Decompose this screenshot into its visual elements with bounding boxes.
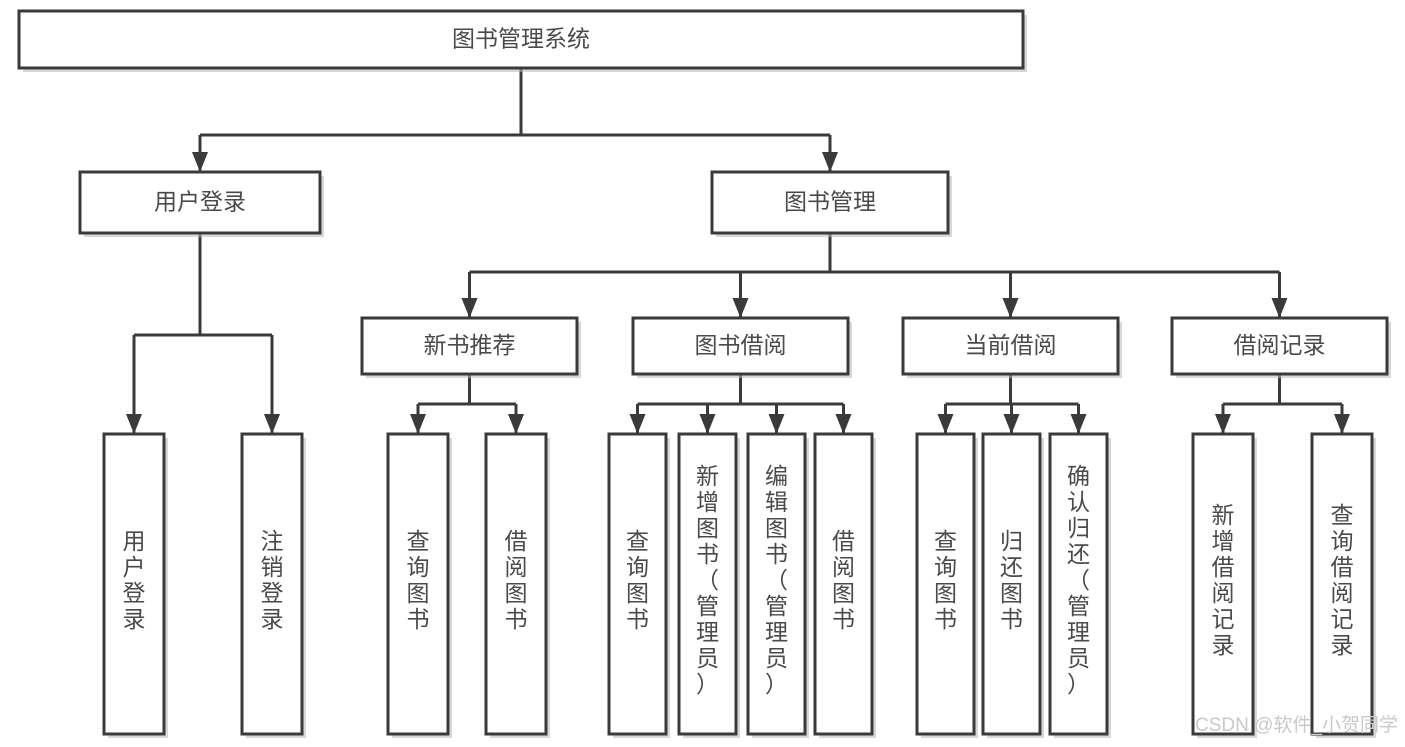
arrow-head-icon [508,414,524,434]
box-outline [915,432,976,736]
box-outline [1191,432,1255,736]
node-leaf-query-book-recommend[interactable]: 查询图书 [386,432,452,738]
arrow-head-icon [1070,414,1087,434]
connector-layer [126,68,1350,434]
box-outline [78,170,322,235]
arrow-head-icon [937,414,954,434]
arrow-head-icon [835,414,852,434]
node-borrow-record[interactable]: 借阅记录 [1170,316,1391,378]
box-outline [484,432,548,736]
arrow-head-icon [1334,414,1350,434]
node-leaf-borrow-book[interactable]: 借阅图书 [813,432,876,738]
node-label: 新增借阅记录 [1212,502,1235,658]
node-current-borrow[interactable]: 当前借阅 [901,316,1122,378]
arrow-head-icon [410,414,426,434]
node-leaf-add-borrow-record[interactable]: 新增借阅记录 [1191,432,1257,738]
node-root-book-management-system[interactable]: 图书管理系统 [17,9,1027,72]
node-label: 编辑图书（管理员） [765,463,788,697]
node-label: 新书推荐 [424,332,516,358]
node-label: 归还图书 [1000,528,1023,632]
node-label: 新增图书（管理员） [696,463,719,697]
node-leaf-confirm-return[interactable]: 确认归还（管理员） [1048,432,1111,738]
box-outline [901,316,1120,376]
node-label: 当前借阅 [965,332,1057,358]
arrow-head-icon [192,152,208,172]
node-leaf-borrow-book-recommend[interactable]: 借阅图书 [484,432,550,738]
box-outline [1048,432,1109,736]
node-label: 借阅图书 [505,528,528,632]
node-leaf-edit-book[interactable]: 编辑图书（管理员） [746,432,809,738]
box-outline [710,170,950,235]
node-leaf-query-book-current[interactable]: 查询图书 [915,432,978,738]
node-label: 查询图书 [407,528,430,632]
node-label: 图书管理 [784,189,876,215]
node-book-borrow[interactable]: 图书借阅 [631,316,852,378]
box-outline [102,432,166,736]
node-label: 图书借阅 [695,332,787,358]
box-outline [677,432,738,736]
node-leaf-logout[interactable]: 注销登录 [240,432,306,738]
arrow-head-icon [732,298,749,318]
arrow-head-icon [699,414,716,434]
arrow-head-icon [1271,298,1288,318]
box-outline [360,316,579,376]
arrow-head-icon [822,152,838,172]
node-book-management[interactable]: 图书管理 [710,170,952,237]
arrow-head-icon [1002,298,1019,318]
box-outline [631,316,850,376]
node-label: 查询图书 [626,528,649,632]
node-leaf-return-book[interactable]: 归还图书 [981,432,1044,738]
arrow-head-icon [264,414,280,434]
box-outline [746,432,807,736]
node-leaf-user-login[interactable]: 用户登录 [102,432,168,738]
box-outline [240,432,304,736]
node-leaf-add-book[interactable]: 新增图书（管理员） [677,432,740,738]
node-label: 确认归还（管理员） [1067,463,1090,697]
node-new-book-recommend[interactable]: 新书推荐 [360,316,581,378]
node-label: 借阅记录 [1234,332,1326,358]
arrow-head-icon [768,414,785,434]
node-label: 注销登录 [261,528,284,632]
arrow-head-icon [629,414,646,434]
node-label: 查询借阅记录 [1331,502,1354,658]
arrow-head-icon [1215,414,1231,434]
box-outline [1310,432,1374,736]
box-outline [813,432,874,736]
arrow-head-icon [461,298,478,318]
arrow-head-icon [126,414,142,434]
box-outline [981,432,1042,736]
box-outline [386,432,450,736]
box-outline [17,9,1025,70]
node-label: 查询图书 [934,528,957,632]
node-label: 用户登录 [123,528,146,632]
node-leaf-query-book-borrow[interactable]: 查询图书 [607,432,670,738]
node-layer: 图书管理系统用户登录图书管理新书推荐图书借阅当前借阅借阅记录用户登录注销登录查询… [17,9,1391,738]
box-outline [607,432,668,736]
node-label: 用户登录 [154,189,246,215]
box-outline [1170,316,1389,376]
arrow-head-icon [1003,414,1020,434]
csdn-watermark: CSDN @软件_小贺同学 [1195,714,1398,736]
node-label: 借阅图书 [832,528,855,632]
node-leaf-query-borrow-record[interactable]: 查询借阅记录 [1310,432,1376,738]
node-user-login[interactable]: 用户登录 [78,170,324,237]
node-label: 图书管理系统 [452,26,590,52]
